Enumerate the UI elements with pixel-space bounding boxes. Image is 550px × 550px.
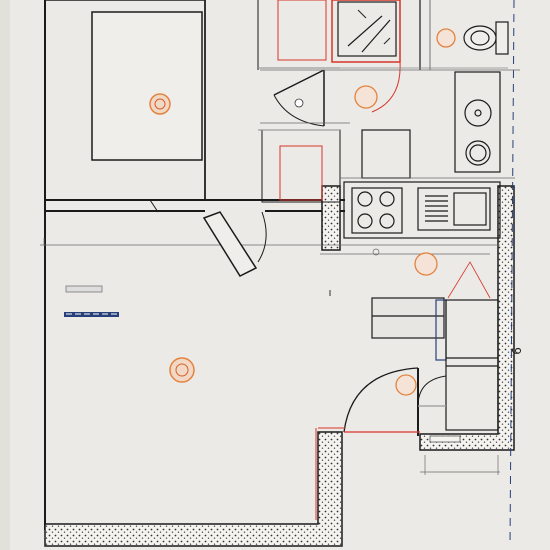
shower <box>331 0 401 63</box>
right-wall <box>419 185 515 451</box>
vertical-gauge-label: 9 <box>508 347 523 355</box>
bed-stamp <box>149 93 171 115</box>
paper-left-strip <box>0 0 10 550</box>
toilet-stamp <box>436 28 456 48</box>
shower-stamp <box>354 85 378 109</box>
hall-door <box>273 69 325 127</box>
red-outline <box>315 427 345 520</box>
kitchen-counter <box>343 181 501 239</box>
door-marker <box>294 98 304 108</box>
washbasin <box>464 99 492 127</box>
service-line <box>509 0 515 546</box>
kitchen-stamp <box>414 252 438 276</box>
living-room <box>64 285 331 383</box>
kitchen <box>343 181 501 239</box>
closets <box>257 0 341 203</box>
bedroom-door-swing <box>149 199 159 213</box>
basin-2 <box>465 140 491 166</box>
entry-closet <box>445 299 499 431</box>
bathroom <box>331 0 509 173</box>
radiator <box>65 285 103 293</box>
bottom-wall <box>44 431 343 547</box>
toilet <box>463 21 509 55</box>
entry-stamp <box>395 374 417 396</box>
living-room-stamp <box>169 357 195 383</box>
sink <box>417 187 491 231</box>
hatched-walls <box>44 185 515 547</box>
bed <box>91 11 203 161</box>
hob <box>351 187 403 234</box>
window-marker <box>64 312 119 317</box>
living-room-door <box>202 211 267 277</box>
vanity <box>454 71 501 173</box>
dimension-lines <box>40 69 520 475</box>
bedroom <box>44 0 206 213</box>
entry-cabinet <box>371 297 445 339</box>
corridor-wall <box>321 185 341 251</box>
entry-door-arc <box>343 367 419 433</box>
entry <box>343 252 499 443</box>
